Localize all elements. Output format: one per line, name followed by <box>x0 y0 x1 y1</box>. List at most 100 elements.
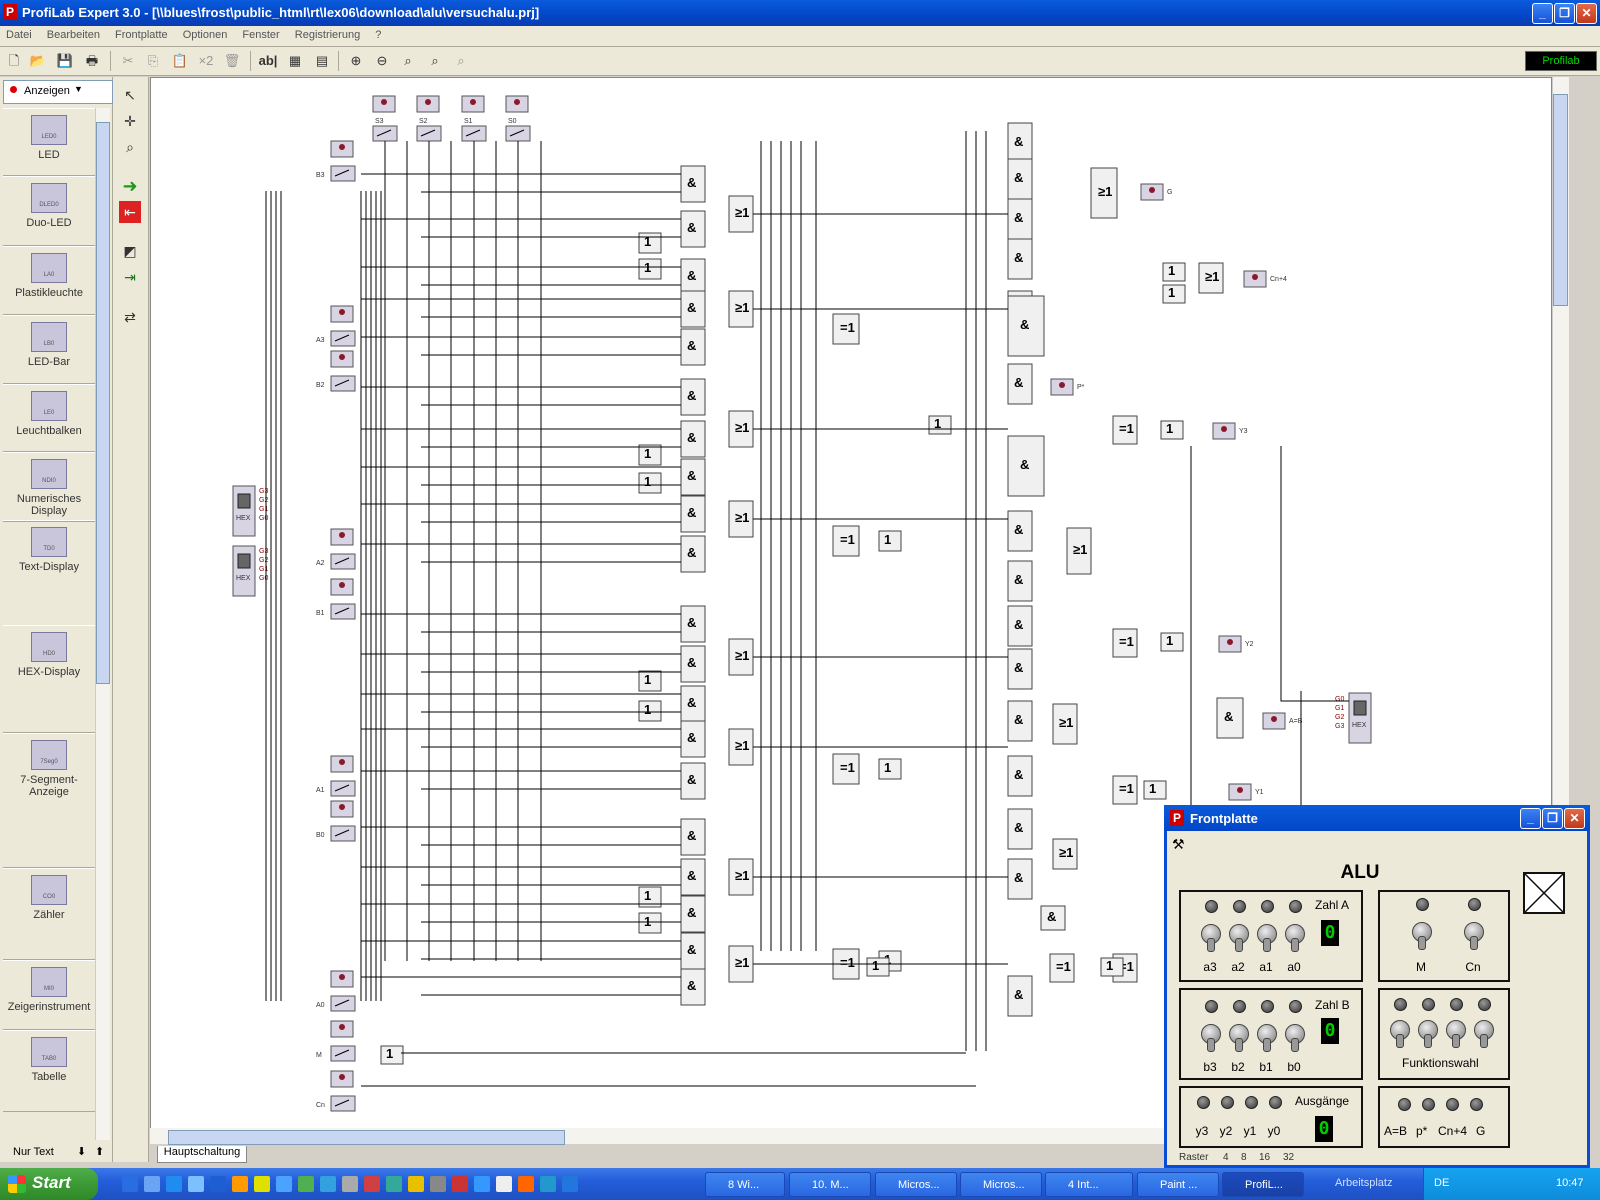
and-gate-right-symbol[interactable]: & <box>1014 617 1023 632</box>
hex-label[interactable]: HEX <box>236 575 251 582</box>
print-icon[interactable]: 🖶 <box>85 53 99 68</box>
or-gate-right-symbol[interactable]: ≥1 <box>1073 542 1087 557</box>
taskbar-button[interactable]: 8 Wi... <box>705 1172 785 1197</box>
hex-pin-label[interactable]: G2 <box>259 557 268 564</box>
and-gate-symbol[interactable]: & <box>687 388 696 403</box>
fp-minimize-button[interactable]: _ <box>1520 808 1541 829</box>
quick-launch-icon[interactable] <box>496 1176 512 1192</box>
quick-launch-icon[interactable] <box>562 1176 578 1192</box>
hex-pin-label[interactable]: G2 <box>259 497 268 504</box>
zoom-reset-icon[interactable]: ⌕ <box>457 53 465 68</box>
or-gate-symbol[interactable]: ≥1 <box>735 868 749 883</box>
and-gate[interactable] <box>680 535 706 573</box>
and-gate-symbol[interactable]: & <box>687 828 696 843</box>
not-gate[interactable] <box>638 444 662 466</box>
and-gate-right-symbol[interactable]: & <box>1014 134 1023 149</box>
output-label[interactable]: A=B <box>1289 718 1303 725</box>
and-gate[interactable] <box>680 328 706 366</box>
and-gate[interactable] <box>680 210 706 248</box>
label-tool-icon[interactable]: ◩ <box>123 243 137 259</box>
output-label[interactable]: Y3 <box>1239 428 1248 435</box>
switch-label[interactable]: S1 <box>464 118 473 125</box>
input-switch-a2-lever[interactable] <box>334 557 350 565</box>
menu-registrierung[interactable]: Registrierung <box>294 29 361 41</box>
and-gate[interactable] <box>680 968 706 1006</box>
tools-icon[interactable]: ⚒ <box>1172 836 1185 852</box>
delete-icon[interactable]: 🗑 <box>223 53 241 68</box>
and-gate[interactable] <box>680 495 706 533</box>
and-gate-right-symbol[interactable]: & <box>1014 250 1023 265</box>
or-gate-symbol[interactable]: ≥1 <box>735 510 749 525</box>
raster-32[interactable]: 32 <box>1283 1152 1295 1163</box>
not-gate-symbol[interactable]: 1 <box>644 702 651 717</box>
output-led-dot[interactable] <box>1227 639 1233 645</box>
not-gate[interactable] <box>638 258 662 280</box>
not-gate[interactable] <box>638 232 662 254</box>
input-label[interactable]: A0 <box>316 1002 325 1009</box>
zoom-out-icon[interactable]: ⊖ <box>376 53 388 68</box>
fp-maximize-button[interactable]: ❐ <box>1542 808 1563 829</box>
and-gate-wide[interactable] <box>1007 435 1045 497</box>
and-gate[interactable] <box>680 378 706 416</box>
and-gate-symbol[interactable]: & <box>687 545 696 560</box>
input-led-dot[interactable] <box>339 354 345 360</box>
output-label[interactable]: P* <box>1077 384 1085 391</box>
and-gate-wide-symbol[interactable]: & <box>1020 457 1029 472</box>
not-gate-symbol[interactable]: 1 <box>644 474 651 489</box>
or-gate-g-symbol[interactable]: ≥1 <box>1098 184 1112 199</box>
input-switch-cn[interactable] <box>330 1095 356 1112</box>
tab-hauptschaltung[interactable]: Hauptschaltung <box>157 1146 247 1163</box>
and-gate[interactable] <box>680 290 706 328</box>
menu-bearbeiten[interactable]: Bearbeiten <box>46 29 100 41</box>
input-switch-b2[interactable] <box>330 375 356 392</box>
not-gate-right-symbol[interactable]: 1 <box>872 958 879 973</box>
toggle-m[interactable] <box>1410 916 1432 950</box>
taskbar-button[interactable]: Paint ... <box>1137 1172 1219 1197</box>
pointer-tool-icon[interactable]: ↖ <box>124 87 136 103</box>
and-gate-symbol[interactable]: & <box>687 772 696 787</box>
switch-led-dot[interactable] <box>381 99 387 105</box>
and-gate-symbol[interactable]: & <box>687 655 696 670</box>
and-gate-symbol[interactable]: & <box>687 300 696 315</box>
xor-gate-right[interactable] <box>1112 415 1138 445</box>
zoom-fit-icon[interactable]: ⌕ <box>404 53 412 68</box>
hex-pin-label[interactable]: G3 <box>1335 723 1344 730</box>
and-gate-symbol[interactable]: & <box>687 220 696 235</box>
menu-frontplatte[interactable]: Frontplatte <box>115 29 168 41</box>
input-switch-a0[interactable] <box>330 995 356 1012</box>
run-arrow-icon[interactable]: ➜ <box>122 176 138 196</box>
not-gate-m[interactable] <box>380 1045 404 1065</box>
toggle-b0[interactable] <box>1283 1018 1305 1052</box>
input-label[interactable]: B2 <box>316 382 325 389</box>
quick-launch-icon[interactable] <box>298 1176 314 1192</box>
canvas-horizontal-thumb[interactable] <box>168 1130 565 1145</box>
or-gate-cn4-symbol[interactable]: ≥1 <box>1205 269 1219 284</box>
hex-pin-label[interactable]: G0 <box>259 515 268 522</box>
quick-launch-icon[interactable] <box>276 1176 292 1192</box>
text-tool-button[interactable]: ab| <box>258 53 278 68</box>
toggle-b2[interactable] <box>1227 1018 1249 1052</box>
new-file-icon[interactable]: 🗋 <box>8 53 20 68</box>
not-gate-right[interactable] <box>1162 284 1186 304</box>
or-gate-symbol[interactable]: ≥1 <box>735 738 749 753</box>
raster-4[interactable]: 4 <box>1223 1152 1229 1163</box>
quick-launch-icon[interactable] <box>386 1176 402 1192</box>
stop-icon[interactable]: ⇤ <box>119 201 141 223</box>
not-gate-symbol[interactable]: 1 <box>884 760 891 775</box>
and-gate-symbol[interactable]: & <box>687 978 696 993</box>
and-gate-right-symbol[interactable]: & <box>1014 767 1023 782</box>
or-gate[interactable] <box>728 410 754 448</box>
and-gate-right[interactable] <box>1007 158 1033 200</box>
and-gate[interactable] <box>680 685 706 723</box>
hex-pin-label[interactable]: G2 <box>1335 714 1344 721</box>
toggle-a1[interactable] <box>1255 918 1277 952</box>
or-gate-symbol[interactable]: ≥1 <box>735 300 749 315</box>
taskbar-button[interactable]: Micros... <box>960 1172 1042 1197</box>
and-gate[interactable] <box>680 818 706 856</box>
taskbar-button[interactable]: ProfiL... <box>1222 1172 1304 1197</box>
input-label[interactable]: Cn <box>316 1102 325 1109</box>
and-gate-symbol[interactable]: & <box>687 338 696 353</box>
